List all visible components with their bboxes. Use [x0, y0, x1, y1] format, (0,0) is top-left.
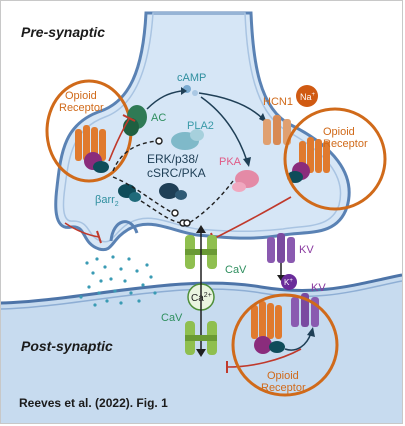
opioid-receptor-post-label-1: Opioid — [267, 370, 299, 382]
pka-enzyme — [232, 170, 259, 192]
kinase-cluster — [159, 183, 187, 200]
opioid-receptor-post-highlight — [231, 293, 339, 397]
post-synaptic-membrane-inner-edge — [1, 280, 402, 310]
post-synaptic-membrane-edge — [1, 273, 402, 305]
cav-post-label: CaV — [161, 312, 183, 324]
ac-to-camp-arrow — [146, 90, 182, 110]
opioid-receptor-post — [251, 301, 285, 354]
svg-text:K+: K+ — [284, 278, 293, 287]
pla2-enzyme — [171, 129, 204, 150]
hcn1-channel — [263, 115, 291, 145]
dashed-line-endpoints — [155, 137, 191, 227]
opioid-receptor-left-label-2: Receptor — [59, 102, 104, 114]
neurotransmitter-dots — [79, 255, 157, 307]
opioid-receptor-right-highlight — [283, 107, 387, 211]
opioid-receptor-left — [75, 125, 109, 173]
pla2-label: PLA2 — [187, 120, 214, 132]
potassium-ion-badge: K+ — [281, 274, 297, 290]
citation-label: Reeves et al. (2022). Fig. 1 — [19, 396, 168, 410]
post-synaptic-label: Post-synaptic — [21, 338, 113, 354]
vesicle-release-cleft — [109, 220, 139, 242]
erk-label-line2: cSRC/PKA — [147, 166, 206, 180]
opioid-receptor-post-label-2: Receptor — [261, 382, 306, 394]
kv-pre-label: KV — [299, 244, 314, 256]
beta-arrestin — [118, 184, 141, 202]
inhibition-lines — [64, 118, 302, 368]
sodium-ion-badge: Na+ — [296, 85, 318, 107]
pre-synaptic-label: Pre-synaptic — [21, 24, 105, 40]
camp-label: cAMP — [177, 72, 206, 84]
pka-label: PKA — [219, 156, 242, 168]
svg-text:Na+: Na+ — [300, 92, 316, 102]
kv-channel-pre — [267, 233, 295, 263]
ac-label: AC — [151, 112, 166, 124]
hcn1-label: HCN1 — [263, 96, 293, 108]
barr-label: βarr2 — [95, 194, 119, 208]
camp-to-hcn-arrow — [198, 92, 264, 120]
erk-label-line1: ERK/p38/ — [147, 152, 199, 166]
post-gprotein-to-kv-arrow — [284, 332, 312, 351]
opioid-receptor-left-label-1: Opioid — [65, 90, 97, 102]
opioid-receptor-right-label-2: Receptor — [323, 138, 368, 150]
camp-to-pka-arrow — [200, 96, 248, 162]
kv-post-label: KV — [311, 282, 326, 294]
opioid-receptor-right-label-1: Opioid — [323, 126, 355, 138]
cav-channel-post — [185, 321, 217, 355]
cav-pre-label: CaV — [225, 264, 247, 276]
signaling-dashed-lines — [112, 140, 234, 224]
svg-text:Ca2+: Ca2+ — [191, 292, 212, 304]
opioid-receptor-right — [287, 137, 330, 183]
